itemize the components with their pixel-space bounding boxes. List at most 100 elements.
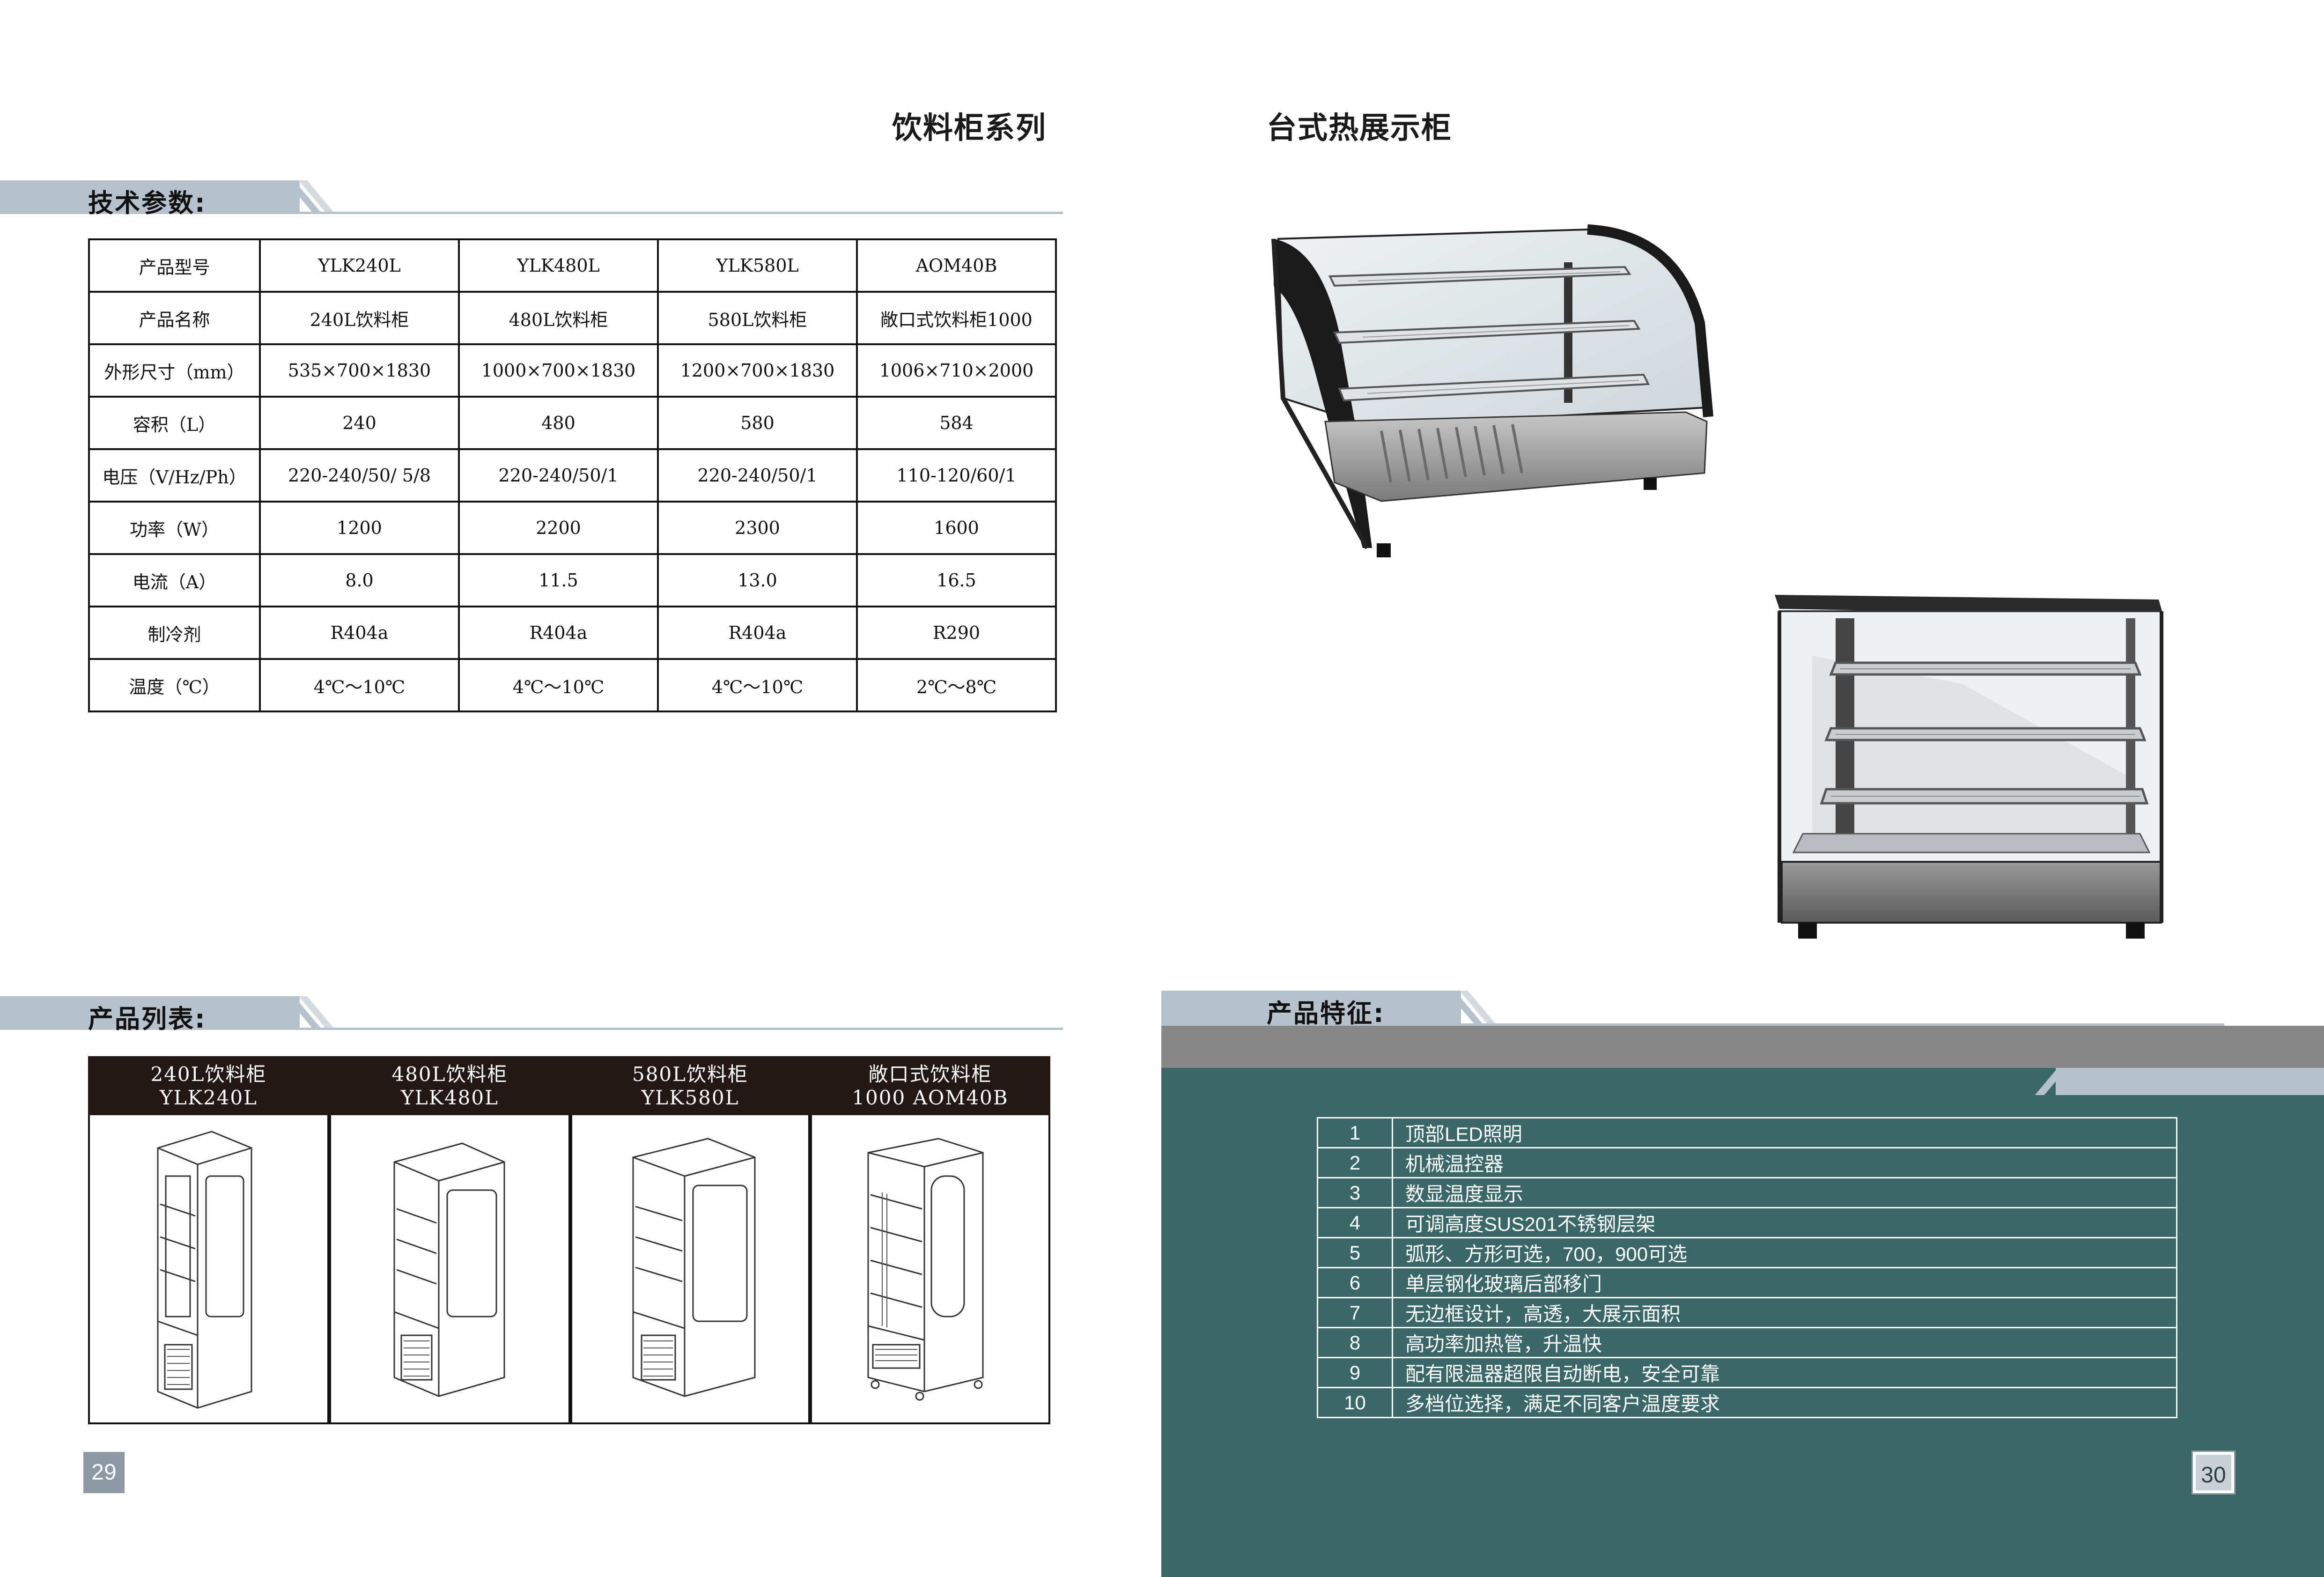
spec-cell: 480: [458, 396, 659, 450]
product-list-label: 产品列表:: [88, 1004, 207, 1034]
spec-cell: 2200: [458, 501, 659, 555]
spec-cell: 220-240/50/1: [458, 448, 659, 503]
product-name: 240L饮料柜: [150, 1063, 267, 1086]
feature-number: 7: [1317, 1297, 1393, 1328]
product-list-header: 产品列表:: [0, 996, 1063, 1034]
spec-cell: 13.0: [657, 553, 858, 607]
feature-text: 无边框设计，高透，大展示面积: [1392, 1297, 2177, 1328]
spec-cell: AOM40B: [856, 238, 1057, 293]
spec-cell: 220-240/50/1: [657, 448, 858, 503]
left-page-number: 29: [83, 1452, 125, 1493]
product-name: 480L饮料柜: [391, 1063, 508, 1086]
features-decor-strip: [2056, 1068, 2324, 1095]
curved-display-cabinet-image: [1264, 220, 1714, 567]
product-model: 1000 AOM40B: [852, 1086, 1009, 1109]
feature-text: 多档位选择，满足不同客户温度要求: [1392, 1387, 2177, 1418]
spec-cell: R404a: [657, 606, 858, 660]
spec-cell: 580: [657, 396, 858, 450]
feature-text: 单层钢化玻璃后部移门: [1392, 1267, 2177, 1298]
spec-cell: YLK240L: [259, 238, 460, 293]
feature-number: 1: [1317, 1117, 1393, 1148]
spec-row-label: 产品型号: [88, 238, 261, 293]
features-header: 产品特征:: [1161, 991, 2224, 1028]
cabinet-580-image: [572, 1115, 808, 1422]
spec-row-label: 产品名称: [88, 291, 261, 345]
spec-cell: 4℃～10℃: [259, 658, 460, 712]
feature-text: 数显温度显示: [1392, 1177, 2177, 1208]
feature-text: 顶部LED照明: [1392, 1117, 2177, 1148]
spec-cell: 110-120/60/1: [856, 448, 1057, 503]
product-card: 敞口式饮料柜 1000 AOM40B: [810, 1056, 1050, 1424]
product-card-header: 480L饮料柜 YLK480L: [329, 1056, 570, 1115]
spec-row-label: 电流（A）: [88, 553, 261, 607]
spec-cell: 1000×700×1830: [458, 343, 659, 398]
product-list: 240L饮料柜 YLK240L: [88, 1056, 1050, 1424]
feature-text: 高功率加热管，升温快: [1392, 1327, 2177, 1358]
feature-text: 配有限温器超限自动断电，安全可靠: [1392, 1357, 2177, 1388]
tech-params-header: 技术参数:: [0, 180, 1063, 218]
spec-cell: 580L饮料柜: [657, 291, 858, 345]
spec-cell: 敞口式饮料柜1000: [856, 291, 1057, 345]
spec-cell: 16.5: [856, 553, 1057, 607]
spec-row-label: 功率（W）: [88, 501, 261, 555]
spec-cell: R290: [856, 606, 1057, 660]
features-label: 产品特征:: [1267, 999, 1385, 1028]
right-series-title: 台式热展示柜: [1267, 111, 1452, 146]
spec-cell: 240L饮料柜: [259, 291, 460, 345]
feature-number: 4: [1317, 1207, 1393, 1238]
spec-row-label: 容积（L）: [88, 396, 261, 450]
product-name: 580L饮料柜: [632, 1063, 749, 1086]
spec-cell: 220-240/50/ 5/8: [259, 448, 460, 503]
spec-cell: 480L饮料柜: [458, 291, 659, 345]
product-model: YLK480L: [400, 1086, 499, 1109]
spec-cell: 240: [259, 396, 460, 450]
product-card-header: 580L饮料柜 YLK580L: [570, 1056, 810, 1115]
spec-cell: 1006×710×2000: [856, 343, 1057, 398]
feature-text: 机械温控器: [1392, 1147, 2177, 1178]
feature-text: 可调高度SUS201不锈钢层架: [1392, 1207, 2177, 1238]
spec-row-label: 制冷剂: [88, 606, 261, 660]
spec-cell: 4℃～10℃: [458, 658, 659, 712]
feature-number: 8: [1317, 1327, 1393, 1358]
feature-number: 10: [1317, 1387, 1393, 1418]
product-card-header: 240L饮料柜 YLK240L: [88, 1056, 329, 1115]
spec-cell: R404a: [259, 606, 460, 660]
cabinet-240-image: [90, 1115, 327, 1422]
product-card: 480L饮料柜 YLK480L: [329, 1056, 570, 1424]
spec-cell: 11.5: [458, 553, 659, 607]
features-grey-band: [1161, 1026, 2324, 1068]
spec-row-label: 外形尺寸（mm）: [88, 343, 261, 398]
feature-number: 2: [1317, 1147, 1393, 1178]
product-model: YLK580L: [641, 1086, 739, 1109]
spec-cell: 4℃～10℃: [657, 658, 858, 712]
product-card: 580L饮料柜 YLK580L: [570, 1056, 810, 1424]
feature-number: 6: [1317, 1267, 1393, 1298]
feature-number: 9: [1317, 1357, 1393, 1388]
product-card: 240L饮料柜 YLK240L: [88, 1056, 329, 1424]
product-card-header: 敞口式饮料柜 1000 AOM40B: [810, 1056, 1050, 1115]
product-model: YLK240L: [159, 1086, 258, 1109]
spec-cell: R404a: [458, 606, 659, 660]
feature-number: 5: [1317, 1237, 1393, 1268]
spec-row-label: 温度（℃）: [88, 658, 261, 712]
spec-cell: 1200×700×1830: [657, 343, 858, 398]
spec-cell: 584: [856, 396, 1057, 450]
